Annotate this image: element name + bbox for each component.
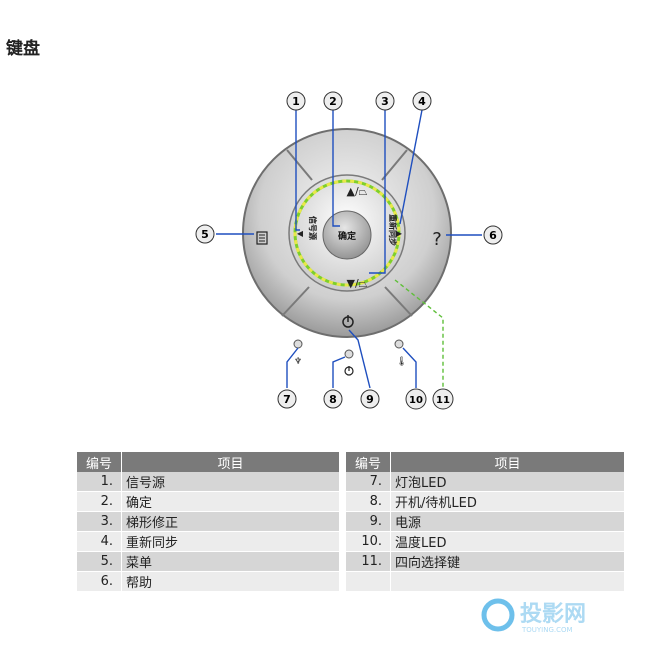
svg-text:5: 5 [201, 228, 209, 241]
table-row: 9.电源 [346, 511, 625, 532]
source-key[interactable]: ◀ 信号源 [297, 216, 318, 240]
table-row [346, 571, 625, 592]
help-icon: ? [432, 229, 442, 250]
svg-text:6: 6 [489, 229, 497, 242]
table-row: 8.开机/待机LED [346, 491, 625, 512]
table-row: 5.菜单 [77, 551, 340, 572]
watermark-logo: 投影网 TOUYING.COM [481, 598, 586, 634]
legend-table-left: 编号 项目 1.信号源 2.确定 3.梯形修正 4.重新同步 5.菜单 6.帮助 [77, 452, 340, 592]
callout-2: 2 [323, 91, 343, 111]
callout-7: 7 [277, 389, 297, 409]
table-row: 11.四向选择键 [346, 551, 625, 572]
svg-text:1: 1 [292, 95, 300, 108]
keystone-up-key[interactable]: ▲/⏢ [347, 185, 368, 198]
help-button[interactable]: ? [432, 229, 442, 250]
enter-label: 确定 [338, 230, 357, 242]
svg-text:7: 7 [283, 393, 291, 406]
table-row: 6.帮助 [77, 571, 340, 592]
table-row: 1.信号源 [77, 472, 340, 492]
svg-text:8: 8 [329, 393, 337, 406]
svg-text:11: 11 [436, 395, 450, 406]
callout-8: 8 [323, 389, 343, 409]
svg-text:2: 2 [329, 95, 337, 108]
callout-3: 3 [375, 91, 395, 111]
table-row: 7.灯泡LED [346, 472, 625, 492]
callout-6: 6 [483, 225, 503, 245]
col-header-item: 项目 [121, 452, 340, 472]
table-row: 2.确定 [77, 491, 340, 512]
callout-10: 10 [405, 388, 427, 410]
col-header-item: 项目 [390, 452, 625, 472]
table-row: 3.梯形修正 [77, 511, 340, 532]
menu-button[interactable] [256, 231, 268, 245]
keystone-down-icon: ▼/⏢ [347, 277, 368, 290]
table-row: 10.温度LED [346, 531, 625, 552]
callout-5: 5 [195, 224, 215, 244]
svg-text:10: 10 [409, 395, 423, 406]
callout-4: 4 [412, 91, 432, 111]
legend-table-right: 编号 项目 7.灯泡LED 8.开机/待机LED 9.电源 10.温度LED 1… [346, 452, 625, 592]
resync-label: 重新同步 [388, 214, 398, 246]
svg-text:3: 3 [381, 95, 389, 108]
keystone-down-key[interactable]: ▼/⏢ [347, 277, 368, 290]
watermark-text: 投影网 [520, 602, 586, 627]
resync-arrow-icon: ▶ [396, 229, 403, 238]
callout-9: 9 [360, 389, 380, 409]
svg-text:9: 9 [366, 393, 374, 406]
lamp-led [293, 339, 303, 349]
lamp-icon: ♆ [294, 357, 302, 367]
source-label: 信号源 [308, 216, 318, 240]
col-header-number: 编号 [346, 452, 391, 472]
resync-key[interactable]: ▶ 重新同步 [388, 214, 403, 246]
watermark-ring-icon [481, 598, 515, 632]
svg-text:4: 4 [418, 95, 426, 108]
table-row: 4.重新同步 [77, 531, 340, 552]
temp-led [394, 339, 404, 349]
enter-button[interactable] [322, 210, 372, 260]
callout-1: 1 [286, 91, 306, 111]
page-title: 键盘 [6, 39, 40, 59]
source-arrow-icon: ◀ [297, 229, 304, 238]
callout-11: 11 [432, 388, 454, 410]
watermark-subtext: TOUYING.COM [521, 626, 573, 634]
keystone-up-icon: ▲/⏢ [347, 185, 368, 198]
keypad-diagram: 确定 ◀ 信号源 ▶ 重新同步 ▲/⏢ ▼/⏢ ? ♆ 🌡 [195, 91, 503, 410]
menu-icon [256, 231, 268, 245]
col-header-number: 编号 [77, 452, 122, 472]
power-button[interactable] [342, 315, 354, 328]
thermometer-icon: 🌡 [396, 356, 407, 367]
standby-led [344, 349, 354, 359]
